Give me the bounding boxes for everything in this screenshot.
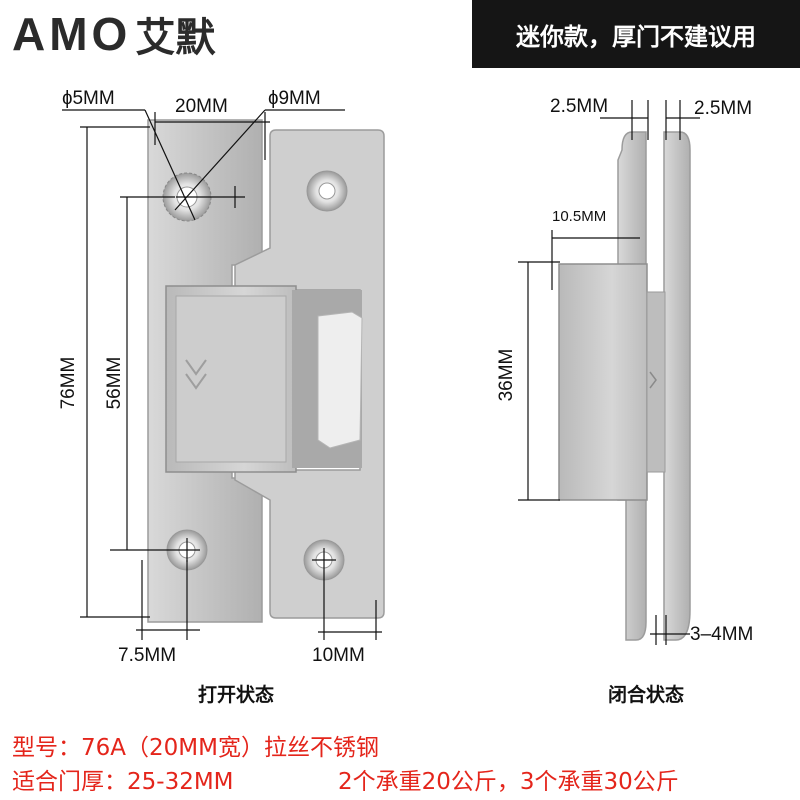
dim-left-offset: 7.5MM <box>118 645 177 666</box>
dim-block-depth: 10.5MM <box>552 208 607 225</box>
dim-right-offset: 10MM <box>312 645 365 666</box>
closed-dimension-lines <box>518 100 700 645</box>
dim-thick-left: 2.5MM <box>550 96 609 117</box>
dim-gap: 3–4MM <box>690 624 754 645</box>
notice-banner: 迷你款，厚门不建议用 <box>472 0 800 68</box>
open-hinge-drawing <box>110 119 385 623</box>
dim-hole-small: ɸ5MM <box>62 88 115 109</box>
closed-state-caption: 闭合状态 <box>608 684 685 706</box>
dim-block-height: 36MM <box>496 348 517 402</box>
spec-door-thickness: 适合门厚：25-32MM <box>12 769 234 795</box>
dim-total-height: 76MM <box>58 356 79 410</box>
brand-latin: AMO <box>12 8 132 60</box>
closed-hinge-drawing <box>558 131 691 641</box>
dim-thick-right: 2.5MM <box>694 98 753 119</box>
brand-logo: AMO 艾默 <box>12 4 215 64</box>
spec-load-capacity: 2个承重20公斤，3个承重30公斤 <box>338 769 679 795</box>
dim-hole-large: ɸ9MM <box>268 88 321 109</box>
open-state-caption: 打开状态 <box>198 684 275 706</box>
spec-model: 型号：76A（20MM宽）拉丝不锈钢 <box>12 735 379 761</box>
open-dimension-lines <box>62 109 382 640</box>
brand-chinese: 艾默 <box>135 15 216 61</box>
dim-hole-spacing: 56MM <box>104 356 125 410</box>
dim-width: 20MM <box>175 96 228 117</box>
